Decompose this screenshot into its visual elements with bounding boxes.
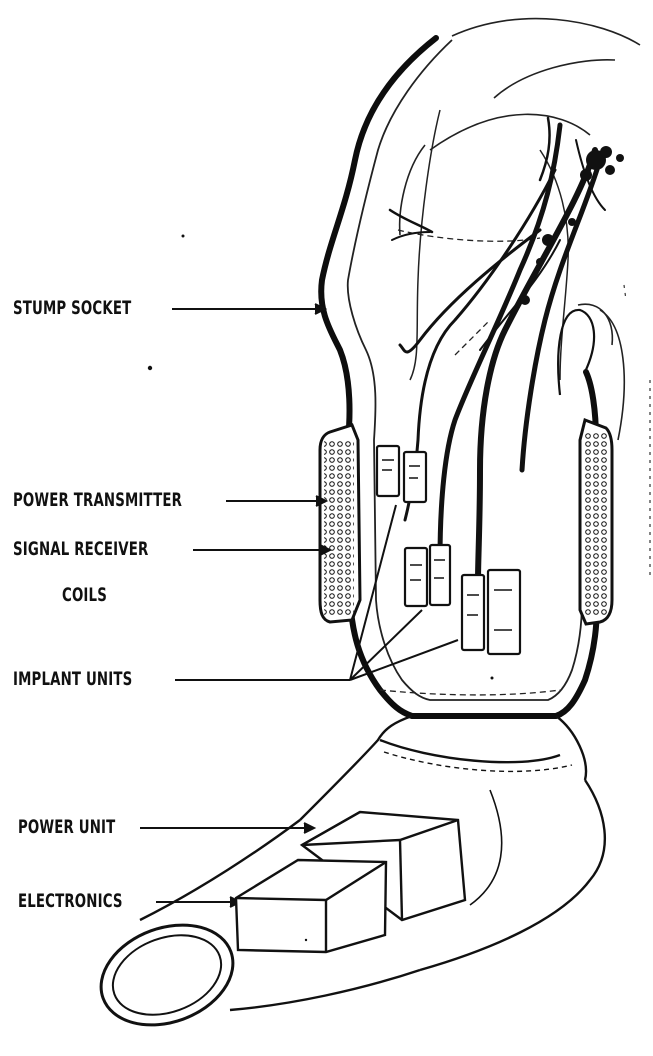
electronics-box — [236, 860, 386, 952]
coil-right — [580, 420, 612, 624]
implant-unit-3 — [462, 570, 520, 654]
label-coils: COILS — [62, 586, 107, 605]
implant-unit-1 — [377, 446, 426, 502]
edge-marks — [624, 285, 650, 580]
label-power-unit: POWER UNIT — [18, 818, 115, 837]
coil-left — [320, 425, 360, 622]
nerve-wires — [390, 118, 605, 580]
label-signal-receiver: SIGNAL RECEIVER — [13, 540, 148, 559]
tube-opening — [87, 908, 247, 1043]
label-implant-units: IMPLANT UNITS — [13, 670, 132, 689]
implant-unit-2 — [405, 545, 450, 606]
stump-socket-outer-wall — [321, 38, 596, 716]
label-power-transmitter: POWER TRANSMITTER — [13, 491, 182, 510]
label-electronics: ELECTRONICS — [18, 892, 123, 911]
label-stump-socket: STUMP SOCKET — [13, 299, 131, 318]
